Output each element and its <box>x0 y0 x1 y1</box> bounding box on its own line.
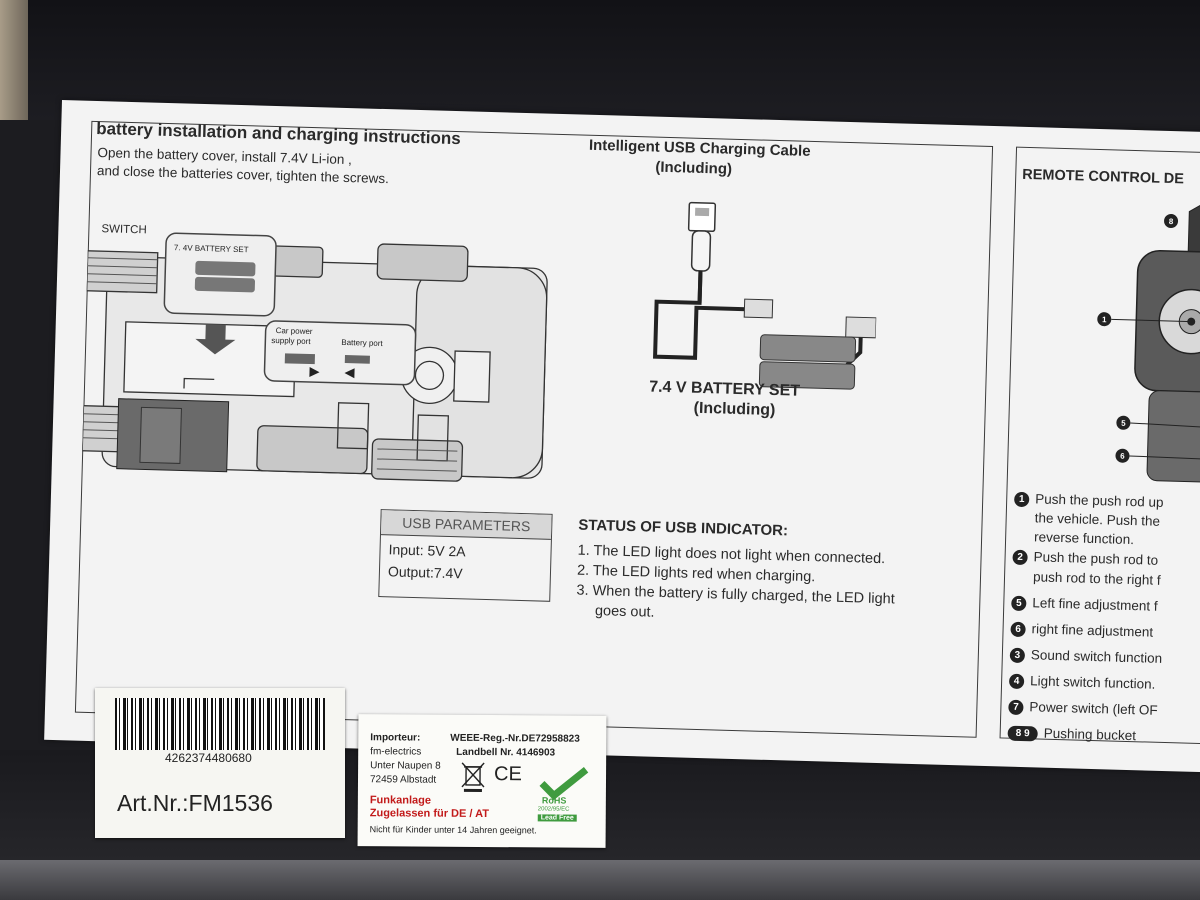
remote-list-item: reverse function. <box>1033 529 1135 548</box>
weee-number: WEEE-Reg.-Nr.DE72958823 <box>450 732 580 745</box>
barcode-sticker: 4262374480680 Art.Nr.:FM1536 <box>95 688 345 838</box>
box-top-background <box>0 0 1200 120</box>
usb-parameters-box: USB PARAMETERS Input: 5V 2A Output:7.4V <box>378 509 553 602</box>
rohs-label: RoHS <box>541 795 567 806</box>
callout-number: 5 <box>1121 419 1126 428</box>
importer-company: fm-electrics <box>370 746 422 758</box>
funkanlage-text: Funkanlage <box>369 794 432 807</box>
article-number: Art.Nr.:FM1536 <box>117 790 273 816</box>
importer-label: Importeur: <box>370 732 421 744</box>
rohs-check-icon <box>539 766 589 801</box>
callout-number: 8 <box>1169 217 1174 226</box>
status-item: goes out. <box>594 603 655 621</box>
lead-free-badge: Lead Free <box>537 814 577 822</box>
usb-input-value: Input: 5V 2A <box>388 541 466 560</box>
instruction-sheet: battery installation and charging instru… <box>44 100 1200 773</box>
usb-output-value: Output:7.4V <box>387 563 463 582</box>
car-chassis-illustration: 7. 4V BATTERY SET Car power supply port … <box>81 232 548 482</box>
battery-set-subtitle: (Including) <box>693 399 776 420</box>
ce-mark: CE <box>493 763 522 786</box>
landbell-number: Landbell Nr. 4146903 <box>456 746 556 759</box>
barcode-digits: 4262374480680 <box>165 751 252 765</box>
approval-text: Zugelassen für DE / AT <box>369 807 489 821</box>
remote-control-illustration: 8 1 5 6 <box>1097 196 1200 483</box>
barcode <box>115 698 325 750</box>
usb-parameters-title: USB PARAMETERS <box>380 510 552 540</box>
callout-number: 1 <box>1102 315 1107 324</box>
cable-subtitle: (Including) <box>655 158 733 178</box>
box-flap <box>0 0 28 120</box>
battery-port-label: Battery port <box>341 338 383 348</box>
importer-street: Unter Naupen 8 <box>370 760 441 772</box>
rohs-directive: 2002/95/EC <box>537 806 570 813</box>
car-power-port-label: supply port <box>271 336 311 346</box>
importer-sticker: Importeur: fm-electrics Unter Naupen 8 7… <box>357 714 607 848</box>
battery-set-callout-label: 7. 4V BATTERY SET <box>174 243 249 254</box>
box-bottom-edge <box>0 860 1200 900</box>
callout-number: 6 <box>1120 452 1125 461</box>
importer-city: 72459 Albstadt <box>369 774 437 786</box>
car-power-port-label: Car power <box>276 326 313 336</box>
age-warning: Nicht für Kinder unter 14 Jahren geeigne… <box>369 824 537 836</box>
usb-cable-illustration <box>653 201 877 390</box>
weee-bin-icon <box>461 762 485 792</box>
